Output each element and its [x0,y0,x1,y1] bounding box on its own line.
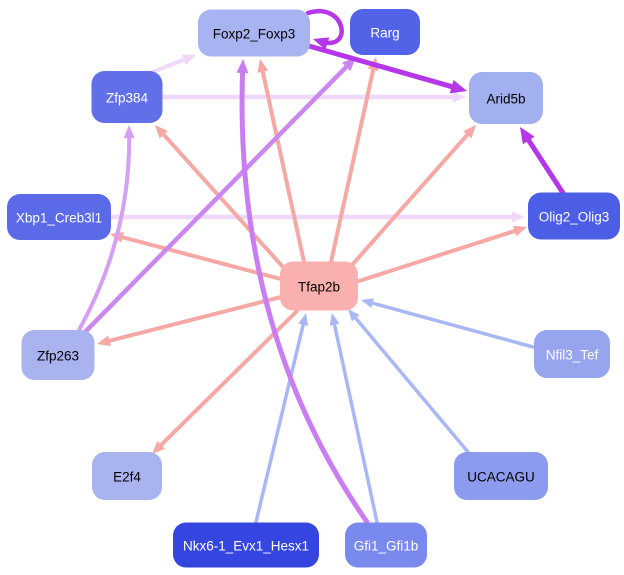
edge-UCACAGU-to-Tfap2b [348,309,470,454]
node-shape-Foxp2_Foxp3[interactable] [198,9,310,57]
node-shape-Gfi1_Gfi1b[interactable] [345,522,427,568]
arrowhead-icon [329,313,340,326]
arrowhead-icon [453,91,466,103]
node-E2f4[interactable]: E2f4 [92,452,162,500]
node-shape-E2f4[interactable] [92,452,162,500]
node-Nfil3_Tef[interactable]: Nfil3_Tef [534,330,610,378]
edge-Nkx6-1_Evx1_Hesx1-to-Tfap2b [254,313,309,524]
edge-Tfap2b-to-Zfp263 [97,295,283,347]
edge-Gfi1_Gfi1b-to-Foxp2_Foxp3 [236,59,370,525]
edge-Tfap2b-to-Rarg [329,57,379,264]
arrowhead-icon [512,225,527,237]
arrowhead-icon [449,79,467,94]
node-Foxp2_Foxp3[interactable]: Foxp2_Foxp3 [198,9,310,57]
node-Nkx6-1_Evx1_Hesx1[interactable]: Nkx6-1_Evx1_Hesx1 [173,522,319,568]
arrowhead-icon [155,125,168,139]
node-Rarg[interactable]: Rarg [350,9,420,55]
arrowhead-icon [520,127,535,145]
edge-Tfap2b-to-Zfp384 [155,125,285,269]
edge-Nfil3_Tef-to-Tfap2b [361,298,535,349]
edge-Foxp2_Foxp3-to-Foxp2_Foxp3-selfloop [305,8,344,50]
node-Zfp263[interactable]: Zfp263 [21,330,95,380]
edge-Tfap2b-to-Arid5b [350,125,476,267]
node-shape-Nkx6-1_Evx1_Hesx1[interactable] [173,522,319,568]
node-shape-Zfp263[interactable] [21,330,95,380]
arrowhead-icon [298,313,309,326]
edge-Zfp384-to-Foxp2_Foxp3 [148,54,196,75]
node-shape-Arid5b[interactable] [469,72,543,124]
arrowhead-icon [236,59,249,74]
node-shape-UCACAGU[interactable] [454,452,548,500]
node-shape-Nfil3_Tef[interactable] [534,330,610,378]
node-shape-Rarg[interactable] [350,9,420,55]
edge-Gfi1_Gfi1b-to-Tfap2b [329,313,379,524]
edge-Zfp263-to-Zfp384 [77,125,135,332]
node-Xbp1_Creb3l1[interactable]: Xbp1_Creb3l1 [7,194,111,240]
node-Zfp384[interactable]: Zfp384 [91,71,163,123]
node-UCACAGU[interactable]: UCACAGU [454,452,548,500]
node-Tfap2b[interactable]: Tfap2b [280,261,358,311]
edge-Tfap2b-to-Olig2_Olig3 [357,225,527,283]
arrowhead-icon [348,309,360,322]
arrowhead-icon [313,37,330,50]
edge-Xbp1_Creb3l1-to-Olig2_Olig3 [109,211,525,223]
node-shape-Xbp1_Creb3l1[interactable] [7,194,111,240]
node-shape-Tfap2b[interactable] [280,261,358,311]
arrowhead-icon [361,298,374,308]
node-Olig2_Olig3[interactable]: Olig2_Olig3 [528,192,620,240]
edge-Tfap2b-to-Foxp2_Foxp3 [257,59,306,264]
arrowhead-icon [463,125,476,139]
node-Gfi1_Gfi1b[interactable]: Gfi1_Gfi1b [345,522,427,568]
arrowhead-icon [512,211,525,223]
edge-Foxp2_Foxp3-to-Arid5b [306,43,467,94]
node-Arid5b[interactable]: Arid5b [469,72,543,124]
node-shape-Olig2_Olig3[interactable] [528,192,620,240]
node-shape-Zfp384[interactable] [91,71,163,123]
arrowhead-icon [257,59,269,73]
edge-Zfp384-to-Arid5b [161,91,466,103]
arrowhead-icon [152,440,166,454]
edge-Olig2_Olig3-to-Arid5b [520,127,566,196]
arrowhead-icon [123,125,135,139]
arrowhead-icon [181,54,196,65]
arrowhead-icon [97,335,111,347]
